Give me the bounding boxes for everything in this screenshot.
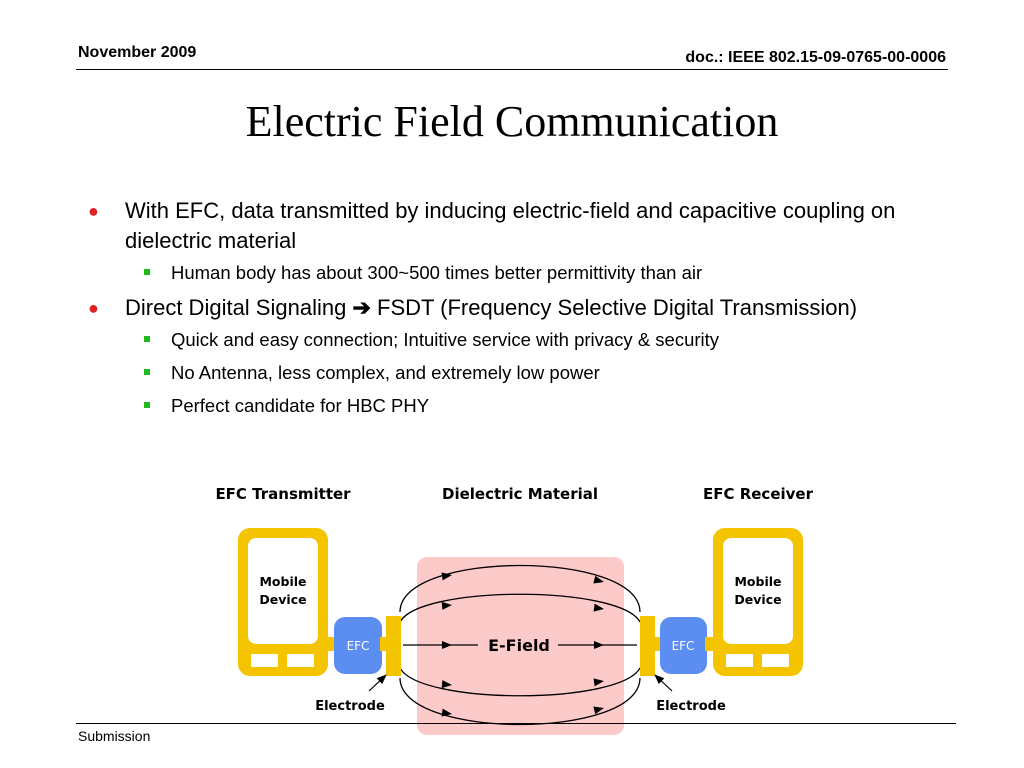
electrode-pointer-arrow — [368, 674, 387, 692]
sub-bullet-square-icon — [144, 336, 150, 342]
sub-bullet-text: Quick and easy connection; Intuitive ser… — [171, 329, 720, 350]
transmitter-electrode — [386, 616, 401, 676]
bullet-text-after: FSDT (Frequency Selective Digital Transm… — [377, 295, 858, 320]
transmitter-connector — [380, 637, 388, 651]
efc-module-label: EFC — [347, 639, 370, 653]
receiver-title: EFC Receiver — [703, 485, 814, 503]
device-label-line2: Device — [259, 592, 306, 607]
slide-title: Electric Field Communication — [245, 97, 779, 146]
field-arrowheads — [441, 572, 604, 717]
transmitter-mobile-device: Mobile Device — [238, 528, 328, 676]
footer-label: Submission — [78, 728, 151, 744]
field-lines — [399, 564, 641, 726]
device-label-line1: Mobile — [734, 574, 781, 589]
bullet-dot-icon: ● — [88, 201, 99, 221]
bullet-efc: ● With EFC, data transmitted by inducing… — [88, 196, 948, 256]
bullet-signaling: ● Direct Digital Signaling ➔ FSDT (Frequ… — [88, 293, 948, 323]
receiver-electrode — [640, 616, 655, 676]
header-doc-id: doc.: IEEE 802.15-09-0765-00-0006 — [685, 49, 946, 66]
header-date: November 2009 — [78, 44, 197, 61]
receiver-connector — [653, 637, 662, 651]
sub-bullet-square-icon — [144, 269, 150, 275]
efc-module-label: EFC — [672, 639, 695, 653]
sub-bullet-connection: Quick and easy connection; Intuitive ser… — [88, 327, 948, 352]
sub-bullet-hbc: Perfect candidate for HBC PHY — [88, 393, 948, 418]
sub-bullet-antenna: No Antenna, less complex, and extremely … — [88, 360, 948, 385]
bullet-text: With EFC, data transmitted by inducing e… — [125, 198, 896, 253]
bullet-list: ● With EFC, data transmitted by inducing… — [88, 196, 948, 426]
sub-bullet-text: Human body has about 300~500 times bette… — [171, 262, 703, 283]
sub-bullet-permittivity: Human body has about 300~500 times bette… — [88, 260, 948, 285]
right-arrow-icon: ➔ — [352, 295, 371, 320]
electrode-label-right: Electrode — [656, 699, 726, 714]
receiver-mobile-device: Mobile Device — [713, 528, 803, 676]
device-label-line2: Device — [734, 592, 781, 607]
electrode-label-left: Electrode — [315, 699, 385, 714]
header-divider — [76, 69, 948, 70]
transmitter-connector — [326, 637, 336, 651]
bullet-dot-icon: ● — [88, 298, 99, 318]
e-field-label: E-Field — [488, 636, 550, 655]
device-label-line1: Mobile — [259, 574, 306, 589]
dielectric-medium — [417, 557, 624, 735]
transmitter-efc-module: EFC — [334, 617, 382, 674]
sub-bullet-text: Perfect candidate for HBC PHY — [171, 395, 430, 416]
sub-bullet-square-icon — [144, 369, 150, 375]
sub-bullet-text: No Antenna, less complex, and extremely … — [171, 362, 600, 383]
receiver-efc-module: EFC — [660, 617, 707, 674]
transmitter-title: EFC Transmitter — [215, 485, 351, 503]
sub-bullet-square-icon — [144, 402, 150, 408]
receiver-connector — [705, 637, 715, 651]
footer-divider — [76, 723, 956, 724]
medium-title: Dielectric Material — [442, 485, 598, 503]
electrode-pointer-arrow — [654, 674, 673, 692]
bullet-text-before: Direct Digital Signaling — [125, 295, 347, 320]
